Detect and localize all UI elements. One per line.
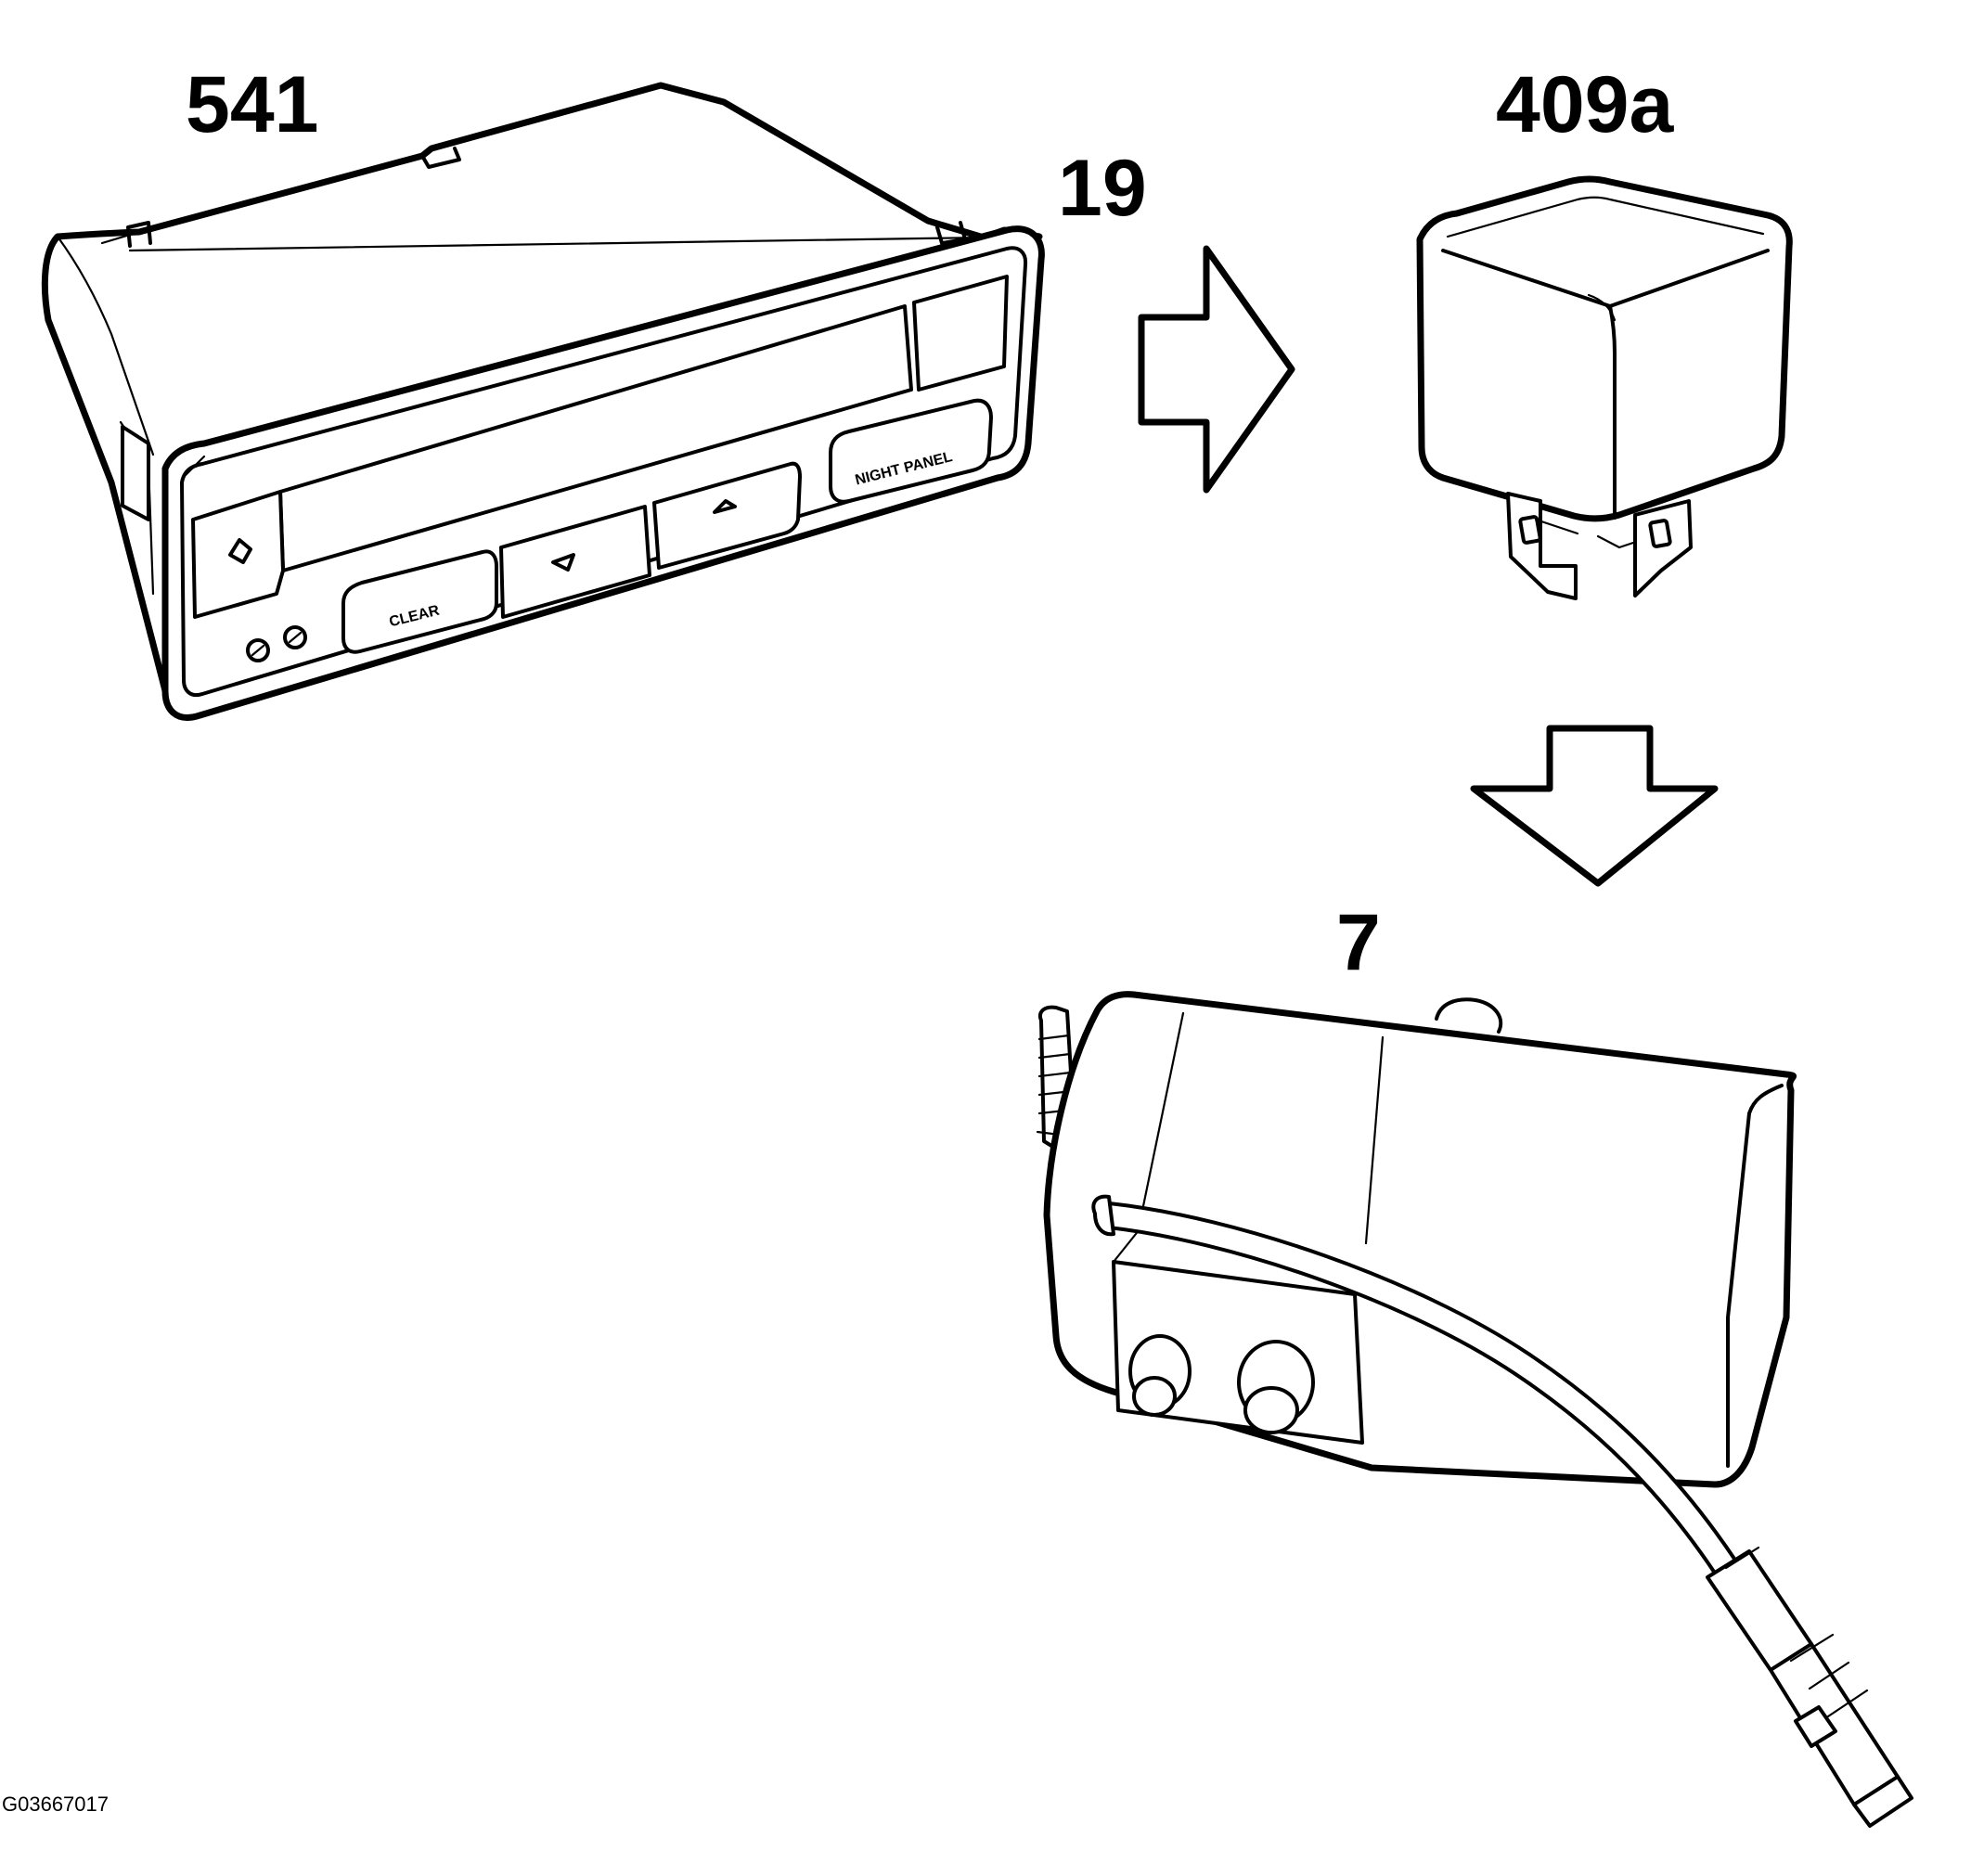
diamond-icon [228, 538, 252, 564]
label-arrow-right: 19 [1058, 144, 1147, 233]
port-left [1128, 1334, 1192, 1417]
figure-id: G03667017 [2, 1792, 109, 1816]
triangle-left-icon [551, 553, 575, 572]
port-right [1237, 1340, 1315, 1434]
triangle-up-icon [713, 499, 737, 514]
clear-button[interactable]: CLEAR [341, 549, 498, 654]
relay [1416, 175, 1793, 600]
label-heater-unit: 7 [1336, 898, 1381, 987]
wire-connector [1706, 1546, 1913, 1828]
display-unit: CLEAR NIGHT PANEL [41, 82, 1045, 721]
adjust-knob-icon [246, 625, 307, 662]
wire-harness [1091, 1194, 1740, 1582]
label-relay: 409a [1496, 60, 1674, 149]
up-arrow-button[interactable] [652, 461, 802, 570]
label-display-unit: 541 [186, 60, 319, 149]
hollow-arrow-right-icon [1138, 245, 1295, 494]
heater-unit [1036, 991, 1913, 1828]
hollow-arrow-down-icon [1470, 725, 1719, 887]
left-arrow-button[interactable] [499, 505, 651, 619]
